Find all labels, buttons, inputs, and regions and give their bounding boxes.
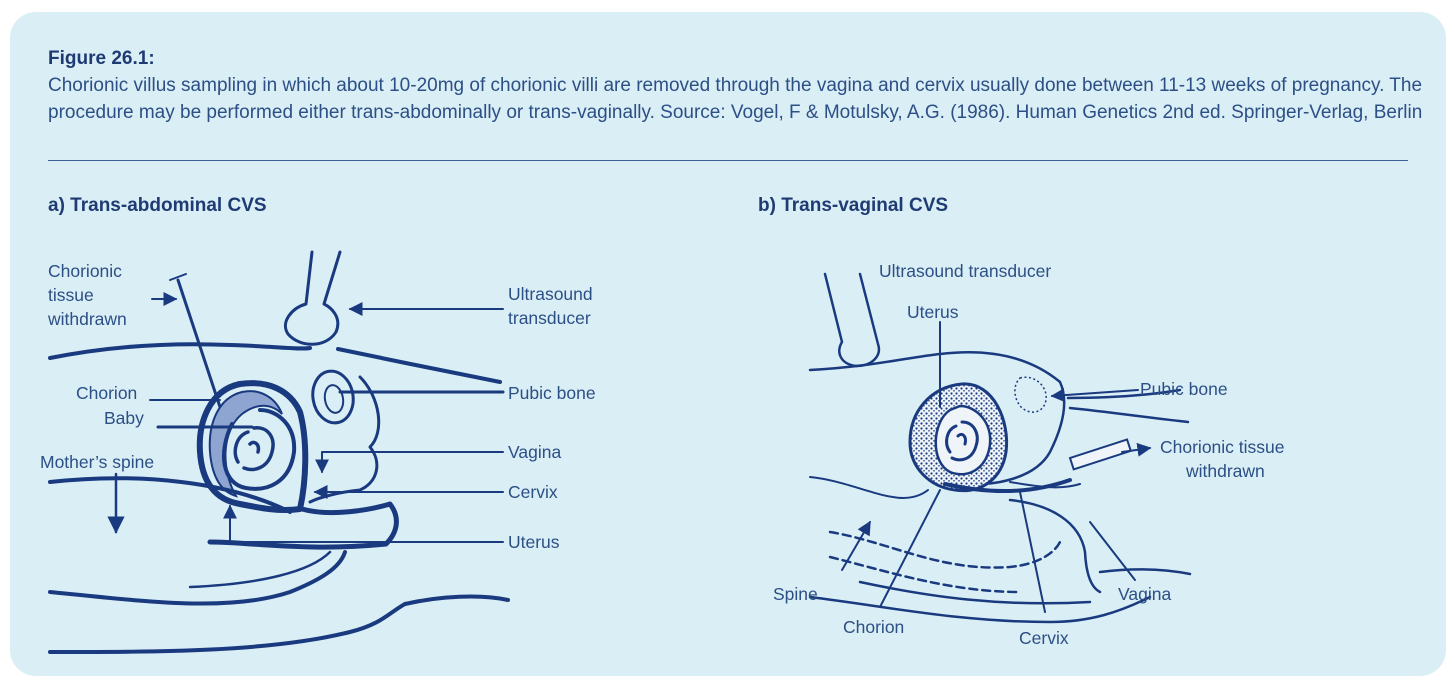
uterus-a [196,380,309,514]
label-uterus-b: Uterus [907,302,959,322]
chorion-a [208,390,283,498]
baby-b [945,420,979,462]
label-uterus-a: Uterus [508,532,560,552]
label-cervix-b: Cervix [1019,628,1069,648]
cvs-diagram: Chorionic tissue withdrawn Ultrasound tr… [40,250,1285,654]
baby-a [233,426,275,472]
label-mothers-spine-a: Mother’s spine [40,452,154,472]
figure-caption: Chorionic villus sampling in which about… [48,75,1423,123]
label-spine-b: Spine [773,584,818,604]
figure-label: Figure 26.1: [48,48,155,69]
panel-a-illustration [48,250,510,654]
label-chorion-b: Chorion [843,617,904,637]
label-chorionic-a-1: Chorionic [48,261,122,281]
label-baby-a: Baby [104,408,144,428]
panel-b-illustration [808,272,1192,624]
ultrasound-transducer-a [283,250,342,346]
ultrasound-transducer-b [823,272,881,368]
label-chorionic-a-2: tissue [48,285,94,305]
label-chorionic-a-3: withdrawn [47,309,127,329]
label-ultrasound-b: Ultrasound transducer [879,261,1051,281]
pubic-bone-a [311,369,355,425]
label-vagina-a: Vagina [508,442,561,462]
label-chorionic-b-2: withdrawn [1185,461,1265,481]
catheter-b [943,478,1072,494]
label-pubic-bone-b: Pubic bone [1140,379,1228,399]
label-pubic-bone-a: Pubic bone [508,383,596,403]
spine-a [48,476,292,514]
panel-b-title: b) Trans-vaginal CVS [758,195,949,216]
label-chorion-a: Chorion [76,383,137,403]
caption-divider [48,160,1408,161]
label-ultrasound-a-1: Ultrasound [508,284,593,304]
label-vagina-b: Vagina [1118,584,1171,604]
figure-card: Figure 26.1: Chorionic villus sampling i… [10,12,1446,676]
label-ultrasound-a-2: transducer [508,308,591,328]
label-cervix-a: Cervix [508,482,558,502]
needle-a [176,278,222,409]
pubic-bone-b [1014,376,1047,413]
label-chorionic-b-1: Chorionic tissue [1160,437,1285,457]
panel-a-title: a) Trans-abdominal CVS [48,195,267,216]
